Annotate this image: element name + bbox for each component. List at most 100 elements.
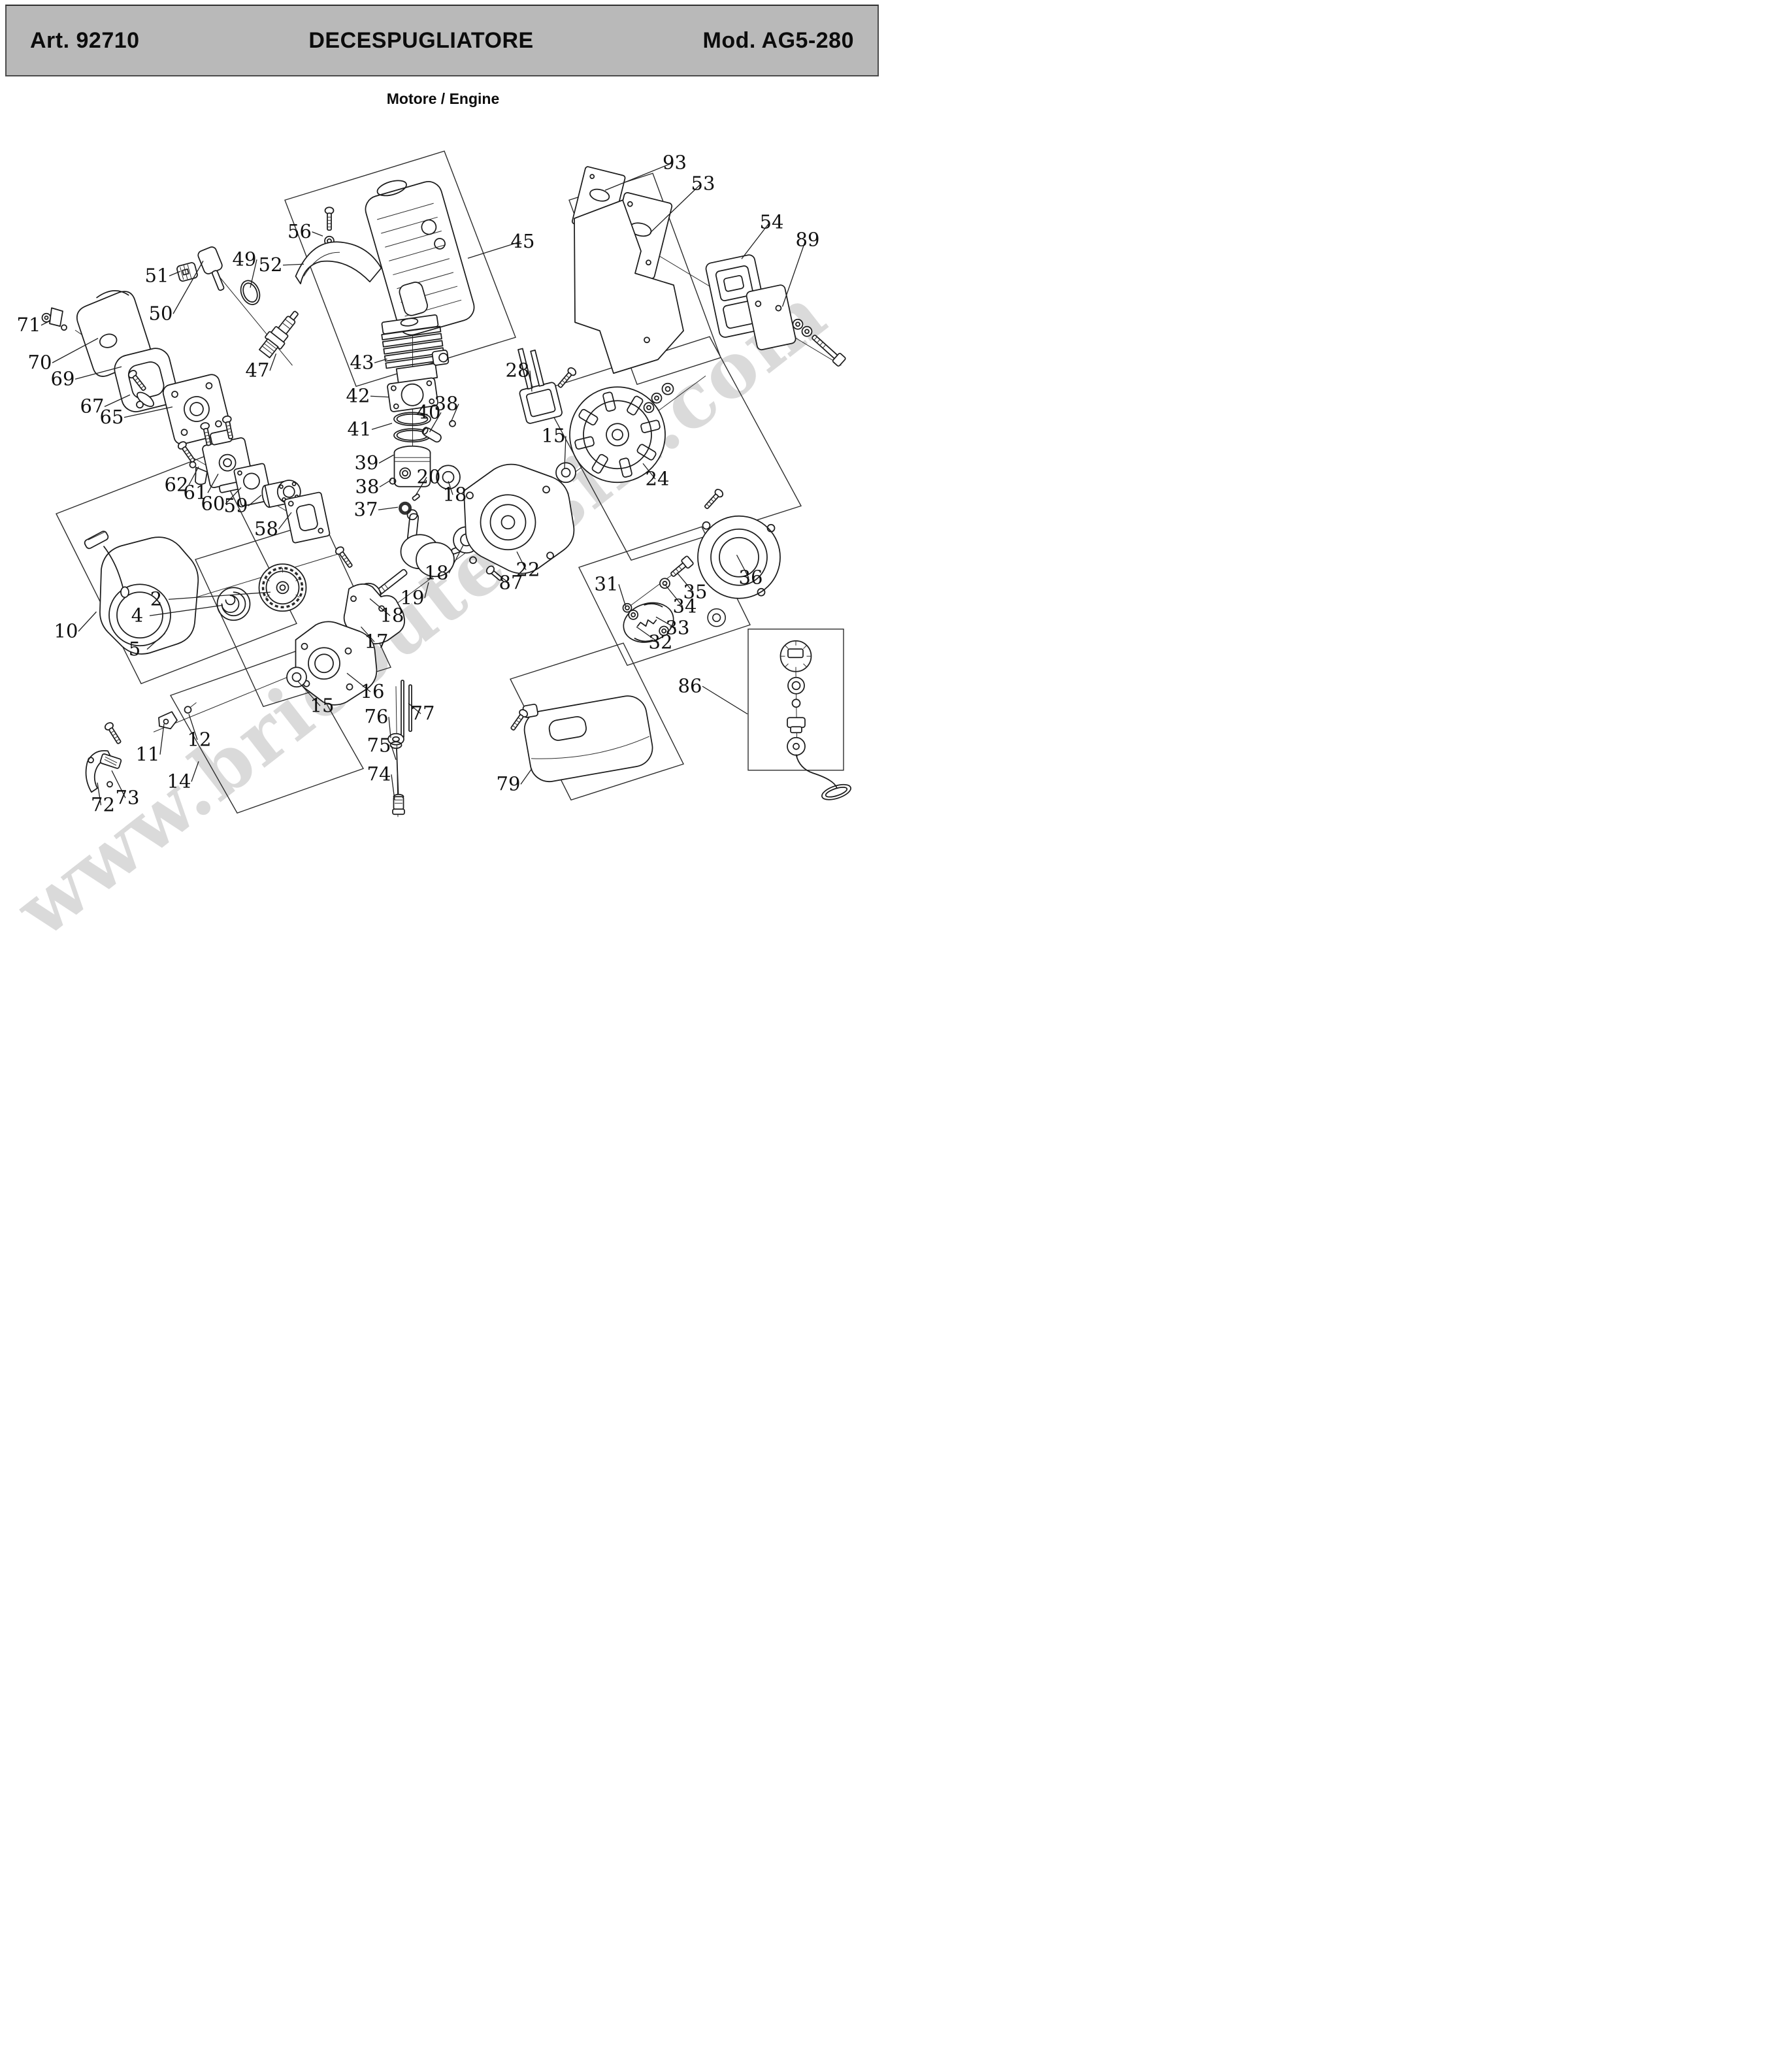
part-label-75: 75: [367, 734, 391, 756]
part-label-4: 4: [131, 604, 143, 626]
leader-line-47: [269, 354, 277, 371]
part-56-screw-washer: [324, 206, 335, 246]
part-label-49: 49: [233, 248, 257, 270]
part-label-24: 24: [646, 467, 670, 489]
part-label-52: 52: [259, 254, 283, 276]
leader-line-43: [374, 358, 387, 363]
leader-line-69: [74, 366, 122, 380]
fuel-cap-inset-box: [747, 629, 844, 771]
part-2-starter-pulley: [258, 544, 355, 612]
part-86-fuel-cap-assembly: [707, 608, 851, 800]
leader-line-71: [41, 320, 50, 326]
leader-line-41: [371, 423, 393, 430]
leader-line-18: [448, 544, 464, 574]
muffler-bolt: [812, 335, 846, 367]
part-label-11: 11: [136, 743, 160, 765]
leader-line-18: [369, 598, 391, 616]
leader-line-67: [104, 394, 131, 407]
leader-line-14: [191, 761, 199, 782]
part-label-15: 15: [542, 424, 566, 446]
leader-line-10: [78, 611, 97, 632]
leader-line-36: [736, 554, 749, 578]
leader-line-52: [282, 263, 304, 266]
leader-line-20: [415, 476, 427, 496]
part-label-79: 79: [497, 772, 521, 795]
part-label-28: 28: [506, 359, 530, 381]
part-label-15: 15: [310, 694, 335, 716]
part-label-59: 59: [224, 494, 248, 516]
part-label-65: 65: [100, 406, 124, 428]
part-label-87: 87: [499, 571, 523, 593]
starter-handle: [84, 531, 129, 599]
part-65-filter-base: [162, 374, 231, 445]
leader-line-38: [379, 479, 392, 487]
leader-line-40: [429, 412, 442, 433]
part-label-35: 35: [683, 580, 708, 602]
fuel-cap: [779, 640, 812, 672]
part-label-20: 20: [417, 465, 441, 487]
leader-line-65: [123, 406, 173, 418]
part-77-breather-pipes: [401, 680, 412, 739]
part-69-filter-element: [114, 348, 178, 412]
leader-line-53: [649, 183, 702, 233]
part-label-74: 74: [367, 763, 391, 785]
part-89-heat-shield: [746, 284, 846, 367]
leader-line-73: [111, 770, 126, 798]
part-label-71: 71: [17, 314, 41, 336]
part-37-needle-bearing: [399, 501, 412, 515]
part-19-crankshaft: [375, 509, 469, 596]
part-label-17: 17: [365, 630, 389, 652]
leader-line-58: [278, 512, 292, 530]
leader-line-42: [370, 395, 390, 398]
part-number-labels: 9353548945565249515047717069676562616059…: [17, 151, 820, 815]
leader-line-15: [297, 681, 321, 706]
header-bar: Art. 92710 DECESPUGLIATORE Mod. AG5-280: [5, 5, 879, 76]
leader-line-38: [450, 403, 459, 423]
part-label-60: 60: [201, 492, 225, 514]
part-label-33: 33: [666, 616, 690, 638]
part-label-69: 69: [51, 367, 75, 389]
leader-line-2: [168, 591, 271, 600]
part-4-rewind-spring: [216, 587, 251, 621]
leader-line-45: [467, 241, 521, 259]
part-label-32: 32: [649, 631, 673, 653]
part-label-10: 10: [54, 619, 78, 642]
part-71-primer-parts: [41, 307, 67, 331]
part-label-42: 42: [346, 384, 370, 406]
part-label-2: 2: [150, 587, 162, 610]
part-label-31: 31: [595, 572, 619, 595]
part-28-ignition-coil: [517, 348, 578, 424]
part-67-choke-lever-screw: [126, 368, 154, 409]
leader-line-56: [312, 231, 323, 237]
part-20-woodruff-key: [412, 493, 420, 501]
leader-line-60: [225, 487, 242, 504]
part-24-flywheel: [569, 382, 674, 484]
part-label-47: 47: [246, 359, 270, 381]
leader-line-54: [741, 222, 770, 259]
part-32-clutch: [623, 602, 674, 643]
part-label-38: 38: [435, 392, 459, 414]
leader-line-19: [424, 582, 429, 599]
part-label-89: 89: [796, 228, 820, 250]
part-label-72: 72: [91, 793, 115, 815]
part-label-12: 12: [188, 728, 212, 750]
part-22-crankcase-fan-side: [463, 463, 575, 574]
exploded-view-diagram: www.bricoutensili.com: [0, 150, 851, 955]
part-label-19: 19: [401, 586, 425, 608]
part-label-61: 61: [184, 481, 208, 503]
part-49-o-ring: [240, 280, 261, 305]
part-62-choke-parts: [176, 439, 208, 485]
leader-line-59: [248, 495, 262, 506]
part-label-93: 93: [663, 151, 687, 173]
header-product-name: DECESPUGLIATORE: [308, 27, 534, 53]
leader-line-49: [250, 259, 257, 288]
part-51-cap: [176, 262, 198, 282]
header-article-number: Art. 92710: [30, 27, 140, 53]
leader-line-37: [378, 506, 399, 510]
leader-line-28: [529, 370, 533, 392]
part-16-crankcase-half: [295, 621, 378, 706]
leader-line-72: [97, 782, 102, 806]
parts-diagram-page: Art. 92710 DECESPUGLIATORE Mod. AG5-280 …: [0, 0, 886, 1036]
part-50-plug-boot: [197, 246, 225, 291]
leader-line-24: [642, 463, 656, 480]
